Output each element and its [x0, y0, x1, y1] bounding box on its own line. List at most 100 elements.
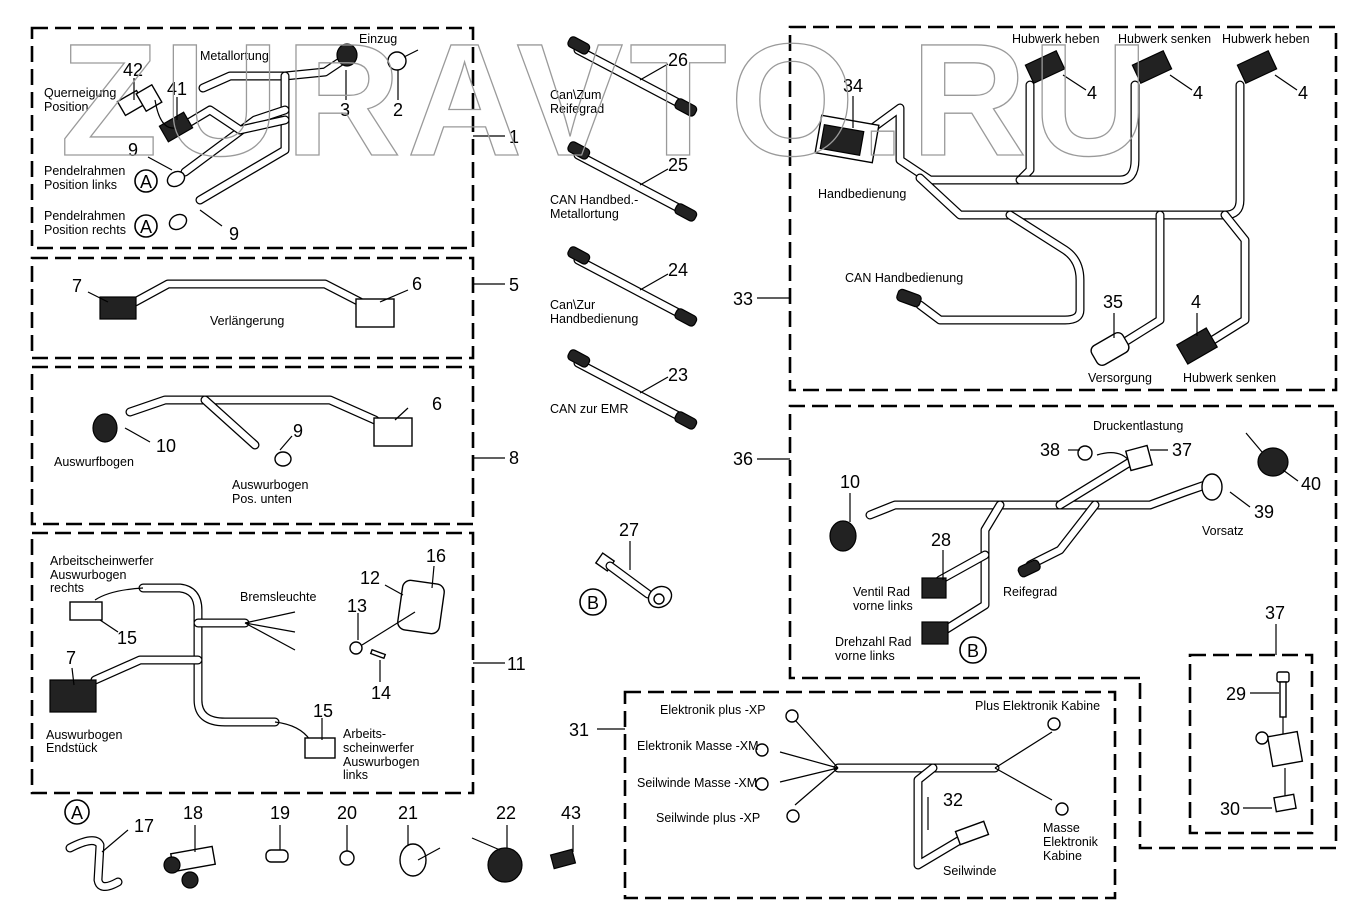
- group-11-ref: 11: [507, 654, 526, 674]
- part-4-heben-2: 4: [1298, 83, 1308, 103]
- cap-40: [1257, 447, 1289, 477]
- connector-10: [92, 413, 118, 443]
- cable-24-label-1: Can\Zur: [550, 298, 595, 312]
- label-asw-rechts-2: Auswurbogen: [50, 568, 126, 582]
- bolt-29: [1279, 681, 1287, 718]
- label-elektronik-plus: Elektronik plus -XP: [660, 703, 766, 717]
- part-12: 12: [360, 568, 380, 588]
- brake-light-16: [397, 579, 445, 635]
- pin-14: [369, 648, 387, 660]
- part-7: 7: [72, 276, 82, 296]
- label-hubwerk-heben-2: Hubwerk heben: [1222, 32, 1310, 46]
- part-2: 2: [393, 100, 403, 120]
- part-40: 40: [1301, 474, 1321, 494]
- bulb-13: [349, 641, 363, 655]
- group-37-solenoid-kit: 37 29 30: [1188, 603, 1314, 835]
- connector-9-left: [166, 170, 186, 188]
- group-8-ref: 8: [509, 448, 519, 468]
- callout-b-circle: [579, 588, 607, 616]
- connector-9: [274, 451, 292, 467]
- label-hubwerk-heben-1: Hubwerk heben: [1012, 32, 1100, 46]
- part-6: 6: [432, 394, 442, 414]
- part-34: 34: [843, 76, 863, 96]
- label-ventil-2: vorne links: [853, 599, 913, 613]
- callout-b-harness: B: [967, 641, 979, 661]
- label-bremsleuchte: Bremsleuchte: [240, 590, 316, 604]
- callout-a-circle: [134, 214, 158, 238]
- group-33-handbedienung: 33 4 4 4 34 35 4 Hubwerk he: [733, 25, 1338, 392]
- part-4-senken-1: 4: [1193, 83, 1203, 103]
- cap-22: [487, 847, 523, 883]
- connector-4-heben-1: [1024, 49, 1066, 85]
- connector-7: [99, 296, 137, 320]
- cable-24-ref: 24: [668, 260, 688, 280]
- group-31-frame: [623, 690, 1117, 900]
- cable-26: 26 Can\Zum Reifegrad: [550, 36, 698, 117]
- clip-19: [265, 849, 289, 863]
- part-13: 13: [347, 596, 367, 616]
- cable-23: 23 CAN zur EMR: [550, 349, 698, 430]
- group-36-ref: 36: [733, 449, 753, 469]
- clip-20: [339, 850, 355, 866]
- label-elektronik-masse: Elektronik Masse -XM: [637, 739, 759, 753]
- label-pendel-rechts-1: Pendelrahmen: [44, 209, 125, 223]
- sensor-27: 27 B: [579, 520, 673, 616]
- label-versorgung: Versorgung: [1088, 371, 1152, 385]
- cable-24-label-2: Handbedienung: [550, 312, 638, 326]
- cable-26-label-2: Reifegrad: [550, 102, 604, 116]
- part-10: 10: [156, 436, 176, 456]
- cap-21: [399, 843, 427, 877]
- solenoid-37: [1124, 444, 1154, 472]
- connector-can-handbedienung: [896, 288, 922, 308]
- callout-a-loose: A: [71, 803, 83, 823]
- connector-4-senken-1: [1131, 49, 1173, 85]
- plug-38: [1077, 445, 1093, 461]
- callout-b-circle: [959, 636, 987, 664]
- label-seilwinde: Seilwinde: [943, 864, 997, 878]
- label-seilwinde-masse: Seilwinde Masse -XM: [637, 776, 757, 790]
- group-37-ref: 37: [1265, 603, 1285, 623]
- label-asw-links-3: Auswurbogen: [343, 755, 419, 769]
- label-plus-elektronik-kabine: Plus Elektronik Kabine: [975, 699, 1100, 713]
- label-drehzahl-1: Drehzahl Rad: [835, 635, 911, 649]
- connector-15-right: [69, 601, 103, 621]
- label-handbedienung: Handbedienung: [818, 187, 906, 201]
- label-masse-kabine-1: Masse: [1043, 821, 1080, 835]
- group-36-frame: [788, 404, 1338, 850]
- cable-26-label-1: Can\Zum: [550, 88, 601, 102]
- connector-32-seilwinde: [954, 820, 990, 846]
- group-5-verlaengerung: 5 7 6 Verlängerung: [30, 256, 519, 360]
- cable-23-ref: 23: [668, 365, 688, 385]
- callout-a-circle: [134, 169, 158, 193]
- connector-6: [373, 417, 413, 447]
- ring-terminal: [785, 709, 799, 723]
- cable-24: 24 Can\Zur Handbedienung: [550, 246, 698, 327]
- label-hubwerk-senken-1: Hubwerk senken: [1118, 32, 1211, 46]
- group-5-frame: [30, 256, 475, 360]
- connector-drehzahl: [921, 621, 949, 645]
- part-4-heben-1: 4: [1087, 83, 1097, 103]
- watermark: ZURAVTO.RU: [60, 10, 1154, 189]
- connector-9-right: [168, 213, 188, 231]
- gasket-30: [1273, 793, 1297, 813]
- connector-7: [49, 679, 97, 713]
- connector-39-vorsatz: [1201, 473, 1223, 501]
- label-hubwerk-senken-2: Hubwerk senken: [1183, 371, 1276, 385]
- part-20: 20: [337, 803, 357, 823]
- group-1-frame: [30, 26, 475, 250]
- label-auswurfbogen: Auswurfbogen: [54, 455, 134, 469]
- label-druckentlastung: Druckentlastung: [1093, 419, 1183, 433]
- part-41: 41: [167, 79, 187, 99]
- connector-2-cap: [387, 51, 407, 71]
- part-28: 28: [931, 530, 951, 550]
- part-9-right: 9: [229, 224, 239, 244]
- part-19: 19: [270, 803, 290, 823]
- label-pendel-links-2: Position links: [44, 178, 117, 192]
- connector-3: [336, 43, 358, 67]
- part-7: 7: [66, 648, 76, 668]
- cable-25-ref: 25: [668, 155, 688, 175]
- part-43: 43: [561, 803, 581, 823]
- cable-23-label-1: CAN zur EMR: [550, 402, 628, 416]
- label-pos-unten-2: Pos. unten: [232, 492, 292, 506]
- group-5-ref: 5: [509, 275, 519, 295]
